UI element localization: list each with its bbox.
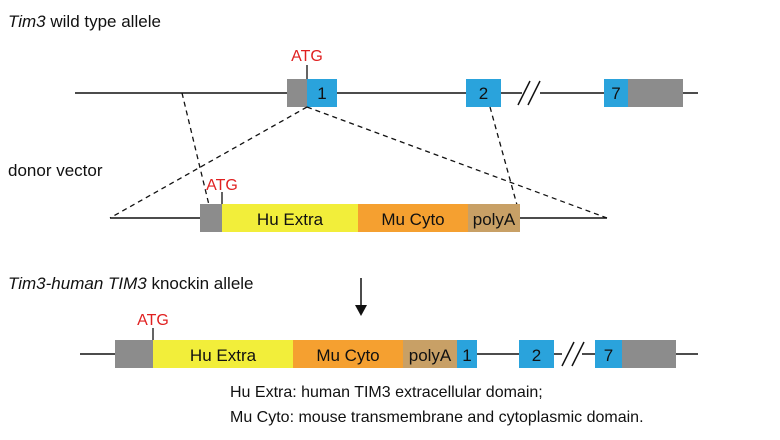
wt-break-mark-1 xyxy=(517,80,531,106)
donor-vector-title: donor vector xyxy=(8,161,103,180)
donor-utr-5 xyxy=(200,204,222,232)
ki-polya-label: polyA xyxy=(409,346,452,365)
wild-type-allele: 1 2 7 ATG xyxy=(75,48,698,107)
wt-exon-7-label: 7 xyxy=(611,84,620,103)
wild-type-title-gene: Tim3 xyxy=(8,12,46,31)
wt-break-mark-2 xyxy=(527,80,541,106)
wt-exon-1-label: 1 xyxy=(317,84,326,103)
ki-mu-cyto xyxy=(293,340,403,368)
ki-polya xyxy=(403,340,457,368)
wt-atg-label: ATG xyxy=(291,48,323,65)
donor-hu-extra-label: Hu Extra xyxy=(257,210,324,229)
wild-type-title: Tim3 wild type allele xyxy=(8,12,161,31)
homology-line-left-outer xyxy=(181,92,210,206)
knockin-title-rest: knockin allele xyxy=(147,274,254,293)
ki-utr-5 xyxy=(115,340,153,368)
donor-mu-cyto xyxy=(358,204,468,232)
donor-polya-label: polyA xyxy=(473,210,516,229)
donor-hu-extra xyxy=(222,204,358,232)
ki-exon-1-label: 1 xyxy=(462,346,471,365)
donor-atg-label: ATG xyxy=(206,177,238,194)
ki-exon-7 xyxy=(595,340,622,368)
ki-hu-extra-label: Hu Extra xyxy=(190,346,257,365)
knockin-title: Tim3-human TIM3 knockin allele xyxy=(8,274,254,293)
homology-lines xyxy=(109,92,608,219)
ki-utr-3 xyxy=(622,340,676,368)
ki-exon-2 xyxy=(519,340,554,368)
donor-vector: Hu Extra Mu Cyto polyA ATG xyxy=(110,177,607,232)
down-arrow-icon xyxy=(355,278,367,316)
donor-mu-cyto-label: Mu Cyto xyxy=(381,210,444,229)
wt-exon-2-label: 2 xyxy=(479,84,488,103)
legend-line-hu-extra: Hu Extra: human TIM3 extracellular domai… xyxy=(230,384,543,401)
ki-exon-2-label: 2 xyxy=(532,346,541,365)
wt-utr-5 xyxy=(287,79,307,107)
wild-type-title-rest: wild type allele xyxy=(46,12,161,31)
wt-exon-7 xyxy=(604,79,628,107)
wt-exon-2 xyxy=(466,79,501,107)
ki-exon-1 xyxy=(457,340,477,368)
wt-exon-1 xyxy=(307,79,337,107)
ki-break-mark-1 xyxy=(561,341,575,367)
legend-line-mu-cyto: Mu Cyto: mouse transmembrane and cytopla… xyxy=(230,409,644,426)
ki-mu-cyto-label: Mu Cyto xyxy=(316,346,379,365)
donor-polya xyxy=(468,204,520,232)
homology-line-left-inner xyxy=(109,106,308,219)
ki-atg-label: ATG xyxy=(137,312,169,329)
homology-line-right-outer xyxy=(489,106,518,206)
ki-break-mark-2 xyxy=(571,341,585,367)
ki-exon-7-label: 7 xyxy=(604,346,613,365)
knockin-title-gene: Tim3-human TIM3 xyxy=(8,274,147,293)
ki-hu-extra xyxy=(153,340,293,368)
knockin-allele: Hu Extra Mu Cyto polyA 1 2 7 ATG xyxy=(80,312,698,368)
homology-line-right-inner xyxy=(306,106,608,219)
wt-utr-3 xyxy=(628,79,683,107)
